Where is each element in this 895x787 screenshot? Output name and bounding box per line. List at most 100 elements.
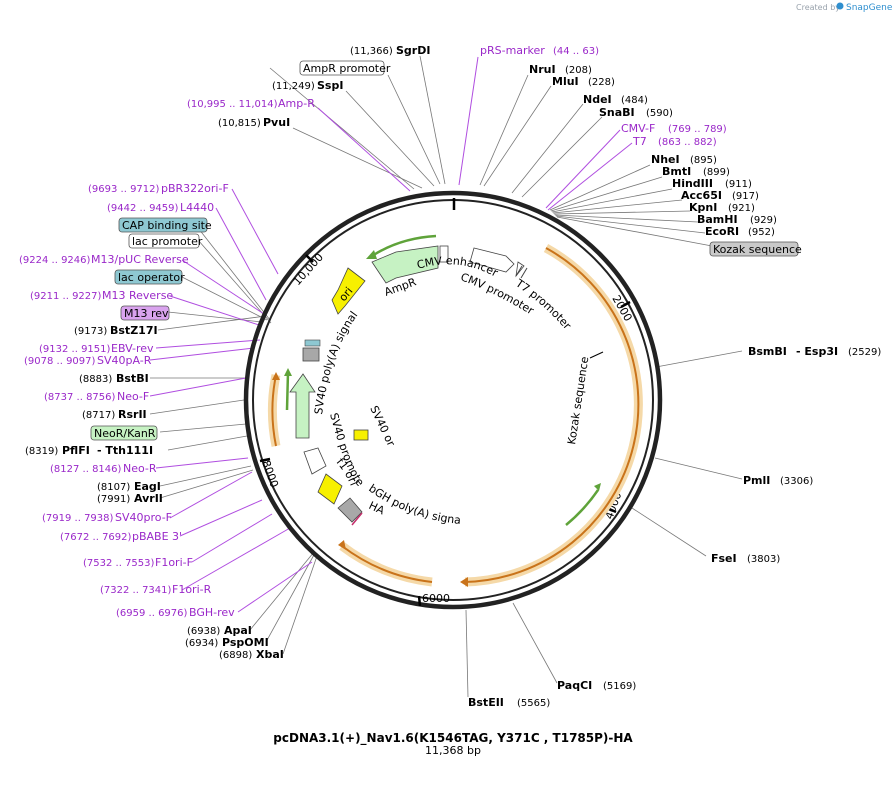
snapgene-logo-icon: [836, 2, 844, 10]
green-orf-right: [565, 489, 600, 526]
lac-promoter-tag[interactable]: [128, 233, 200, 249]
ori-feature[interactable]: [331, 267, 366, 315]
ndei-name[interactable]: NdeI: [583, 93, 612, 106]
mlui-pos: (228): [588, 77, 615, 88]
t7-pos: (863 .. 882): [658, 137, 717, 148]
ndei-pos: (484): [621, 95, 648, 106]
bgh-rev-name[interactable]: BGH-rev: [189, 606, 235, 619]
neo-f-pos: (8737 .. 8756): [44, 392, 116, 403]
paqci-pos: (5169): [603, 681, 636, 692]
neor-kanr-feature[interactable]: [289, 373, 316, 439]
mlui-name[interactable]: MluI: [552, 75, 579, 88]
f1ori-r-name[interactable]: F1ori-R: [172, 583, 212, 596]
t7-name[interactable]: T7: [632, 135, 647, 148]
f1ori-f-pos: (7532 .. 7553): [83, 558, 155, 569]
sgrdi-pos: (11,366): [350, 46, 393, 57]
kozak-tag[interactable]: [709, 241, 799, 257]
orf-arc2: [341, 545, 433, 583]
prs-marker-name[interactable]: pRS-marker: [480, 44, 545, 57]
bgh-polya-feature[interactable]: [337, 497, 363, 523]
plasmid-size: 11,368 bp: [425, 744, 481, 757]
xbai-pos: (6898): [219, 650, 252, 661]
l4440-name[interactable]: L4440: [180, 201, 214, 214]
kpni-name[interactable]: KpnI: [689, 201, 717, 214]
m13-puc-reverse-pos: (9224 .. 9246): [19, 255, 91, 266]
bsteii-name[interactable]: BstEII: [468, 696, 504, 709]
lac-promoter-tag-label: lac promoter: [132, 235, 203, 248]
pflfi-pos: (8319): [25, 446, 58, 457]
apai-name[interactable]: ApaI: [224, 624, 252, 637]
cap-binding-tag[interactable]: [118, 217, 208, 233]
plasmid-title: pcDNA3.1(+)_Nav1.6(K1546TAG, Y371C , T17…: [273, 731, 633, 746]
neo-f-name[interactable]: Neo-F: [117, 390, 149, 403]
bstbi-name[interactable]: BstBI: [116, 372, 149, 385]
sv40-promoter-feature[interactable]: [303, 447, 327, 475]
lac-operator-tag-label: lac operator: [118, 271, 185, 284]
f1ori-f-name[interactable]: F1ori-F: [155, 556, 193, 569]
sspi-pos: (11,249): [272, 81, 315, 92]
xbai-name[interactable]: XbaI: [256, 648, 284, 661]
primer-leader-lines: [149, 56, 633, 613]
sv40-polya-box[interactable]: [302, 347, 320, 362]
m13-rev-tag-label: M13 rev: [124, 307, 169, 320]
ecori-name[interactable]: EcoRI: [705, 225, 739, 238]
amp-r-pos: (10,995 .. 11,014): [187, 99, 278, 110]
bstz17i-name[interactable]: BstZ17I: [110, 324, 158, 337]
esp3i-name[interactable]: - Esp3I: [796, 345, 838, 358]
bsmbi-name[interactable]: BsmBI: [748, 345, 787, 358]
t7-promoter-mark: [515, 265, 523, 277]
lac-operator-tag[interactable]: [114, 269, 183, 285]
ampr-feature[interactable]: [371, 245, 439, 284]
bmti-name[interactable]: BmtI: [662, 165, 691, 178]
ampr-promoter-box: [439, 245, 449, 263]
bstbi-pos: (8883): [79, 374, 112, 385]
snapgene-brand: SnapGene: [846, 3, 893, 13]
pmli-name[interactable]: PmlI: [743, 474, 770, 487]
leader-lines: [149, 55, 743, 698]
m13-puc-reverse-name[interactable]: M13/pUC Reverse: [91, 253, 189, 266]
m13-reverse-name[interactable]: M13 Reverse: [102, 289, 173, 302]
fsei-name[interactable]: FseI: [711, 552, 737, 565]
sspi-name[interactable]: SspI: [317, 79, 343, 92]
ampr-promoter-tag[interactable]: [299, 60, 385, 76]
cmv-enhancer-feature[interactable]: [469, 247, 515, 273]
ha-label: HA: [367, 499, 387, 518]
snabi-name[interactable]: SnaBI: [599, 106, 635, 119]
sv40pa-r-name[interactable]: SV40pA-R: [97, 354, 152, 367]
pbabe3-name[interactable]: pBABE 3': [132, 530, 182, 543]
pspomi-name[interactable]: PspOMI: [222, 636, 269, 649]
kpni-pos: (921): [728, 203, 755, 214]
tick-6000: 6000: [422, 592, 450, 605]
ebv-rev-name[interactable]: EBV-rev: [111, 342, 154, 355]
neo-r-name[interactable]: Neo-R: [123, 462, 157, 475]
sv40pro-f-name[interactable]: SV40pro-F: [115, 511, 172, 524]
green-orf-right-head: [594, 483, 601, 491]
m13-rev-tag[interactable]: [120, 305, 170, 321]
cmv-f-name[interactable]: CMV-F: [621, 122, 655, 135]
sgrdi-name[interactable]: SgrDI: [396, 44, 430, 57]
orf-arrowhead-2: [338, 540, 346, 550]
pflfi-name[interactable]: PflFI: [62, 444, 90, 457]
nrui-name[interactable]: NruI: [529, 63, 556, 76]
pvui-name[interactable]: PvuI: [263, 116, 290, 129]
nhei-name[interactable]: NheI: [651, 153, 680, 166]
bamhi-name[interactable]: BamHI: [697, 213, 738, 226]
tth111i-name[interactable]: - Tth111I: [97, 444, 153, 457]
pbr322ori-f-pos: (9693 .. 9712): [88, 184, 160, 195]
avrii-name[interactable]: AvrII: [134, 492, 163, 505]
eagi-name[interactable]: EagI: [134, 480, 161, 493]
paqci-name[interactable]: PaqCI: [557, 679, 592, 692]
sv40-ori-feature[interactable]: [353, 429, 369, 441]
f1-ori-feature[interactable]: [317, 473, 343, 505]
bmti-pos: (899): [703, 167, 730, 178]
rsrii-pos: (8717): [82, 410, 115, 421]
green-neo-head: [284, 368, 292, 376]
hindiii-name[interactable]: HindIII: [672, 177, 713, 190]
pbr322ori-f-name[interactable]: pBR322ori-F: [161, 182, 229, 195]
amp-r-name[interactable]: Amp-R: [278, 97, 315, 110]
neor-kanr-tag[interactable]: [90, 425, 158, 441]
rsrii-name[interactable]: RsrII: [118, 408, 147, 421]
acc65i-name[interactable]: Acc65I: [681, 189, 722, 202]
snabi-pos: (590): [646, 108, 673, 119]
